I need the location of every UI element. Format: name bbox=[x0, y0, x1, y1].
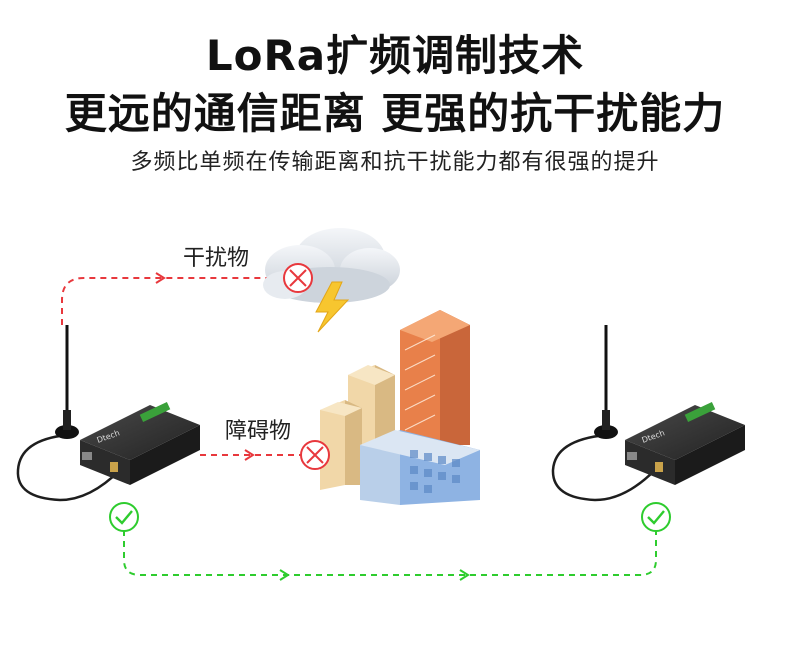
headline-secondary: 更远的通信距离 更强的抗干扰能力 bbox=[64, 89, 726, 138]
subheadline: 多频比单频在传输距离和抗干扰能力都有很强的提升 bbox=[130, 150, 660, 175]
lora-device-right: Dtech bbox=[551, 325, 745, 502]
lightning-icon bbox=[315, 281, 350, 333]
path-arrow bbox=[244, 449, 255, 461]
block-x-icon bbox=[300, 440, 330, 470]
success-check-icon bbox=[109, 502, 139, 532]
antenna-icon bbox=[55, 325, 79, 439]
interference-label: 干扰物 bbox=[183, 246, 250, 271]
obstacle-label: 障碍物 bbox=[225, 419, 292, 444]
path-arrow bbox=[155, 272, 166, 284]
path-arrow bbox=[279, 569, 290, 581]
block-x-icon bbox=[283, 263, 313, 293]
path-arrow bbox=[459, 569, 470, 581]
success-check-icon bbox=[641, 502, 671, 532]
antenna-icon bbox=[594, 325, 618, 439]
success-path bbox=[123, 530, 657, 576]
buildings-icon bbox=[320, 310, 480, 505]
blocked-path-interference bbox=[61, 277, 285, 325]
headline-primary: LoRa扩频调制技术 bbox=[205, 31, 585, 80]
lora-device-left: Dtech bbox=[16, 325, 200, 502]
